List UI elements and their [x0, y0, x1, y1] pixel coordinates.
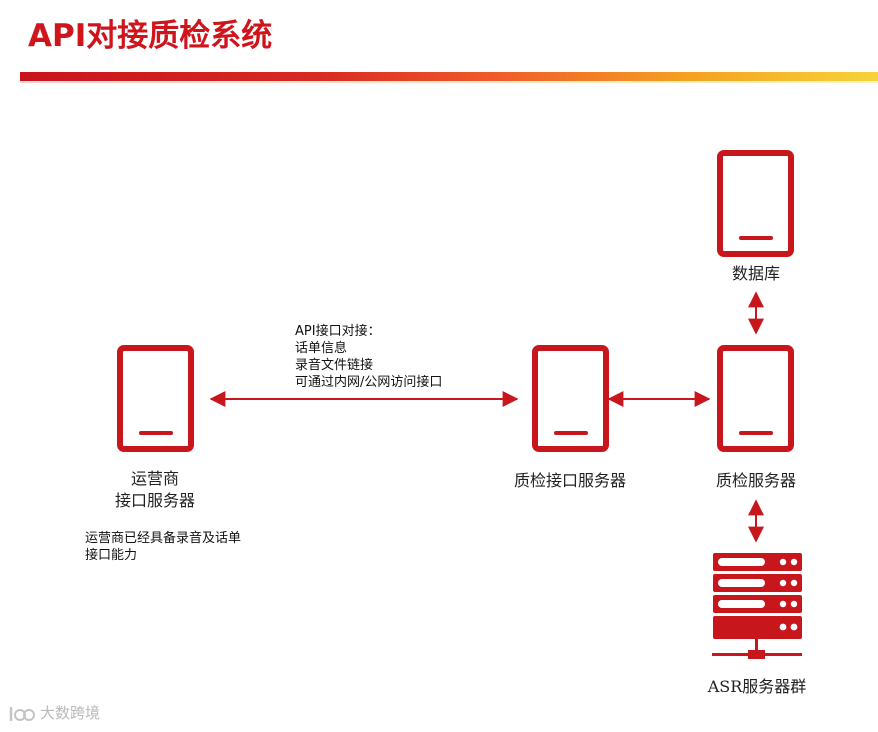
carrier-server-label-line2: 接口服务器 — [114, 491, 195, 510]
watermark-text: 大数跨境 — [40, 704, 101, 722]
carrier-note-line: 运营商已经具备录音及话单 — [85, 531, 242, 546]
watermark-logo-icon — [9, 706, 35, 721]
header-stripe-shadow — [20, 81, 878, 83]
asr-server-group-label: ASR服务器群 — [707, 677, 807, 696]
carrier-server-icon — [117, 345, 194, 452]
database-label: 数据库 — [731, 264, 780, 283]
api-note-line: 可通过内网/公网访问接口 — [295, 375, 443, 390]
database-icon — [717, 150, 794, 257]
api-note-line: 话单信息 — [295, 341, 348, 356]
qc-interface-server-icon — [532, 345, 609, 452]
api-note-line: 录音文件链接 — [295, 358, 374, 373]
watermark: 大数跨境 — [8, 702, 100, 725]
api-note-line: API接口对接： — [295, 324, 381, 339]
api-integration-note: API接口对接： 话单信息 录音文件链接 可通过内网/公网访问接口 — [295, 323, 442, 391]
qc-server-label: 质检服务器 — [715, 471, 796, 490]
carrier-server-label: 运营商 接口服务器 — [100, 468, 210, 512]
asr-server-rack-icon — [712, 553, 802, 659]
carrier-server-label-line1: 运营商 — [130, 469, 179, 488]
carrier-note-line: 接口能力 — [85, 548, 138, 563]
qc-server-icon — [717, 345, 794, 452]
page-title: API对接质检系统 — [28, 18, 273, 54]
qc-interface-server-label: 质检接口服务器 — [513, 471, 626, 490]
header-stripe — [20, 72, 878, 81]
carrier-capability-note: 运营商已经具备录音及话单 接口能力 — [85, 530, 241, 564]
